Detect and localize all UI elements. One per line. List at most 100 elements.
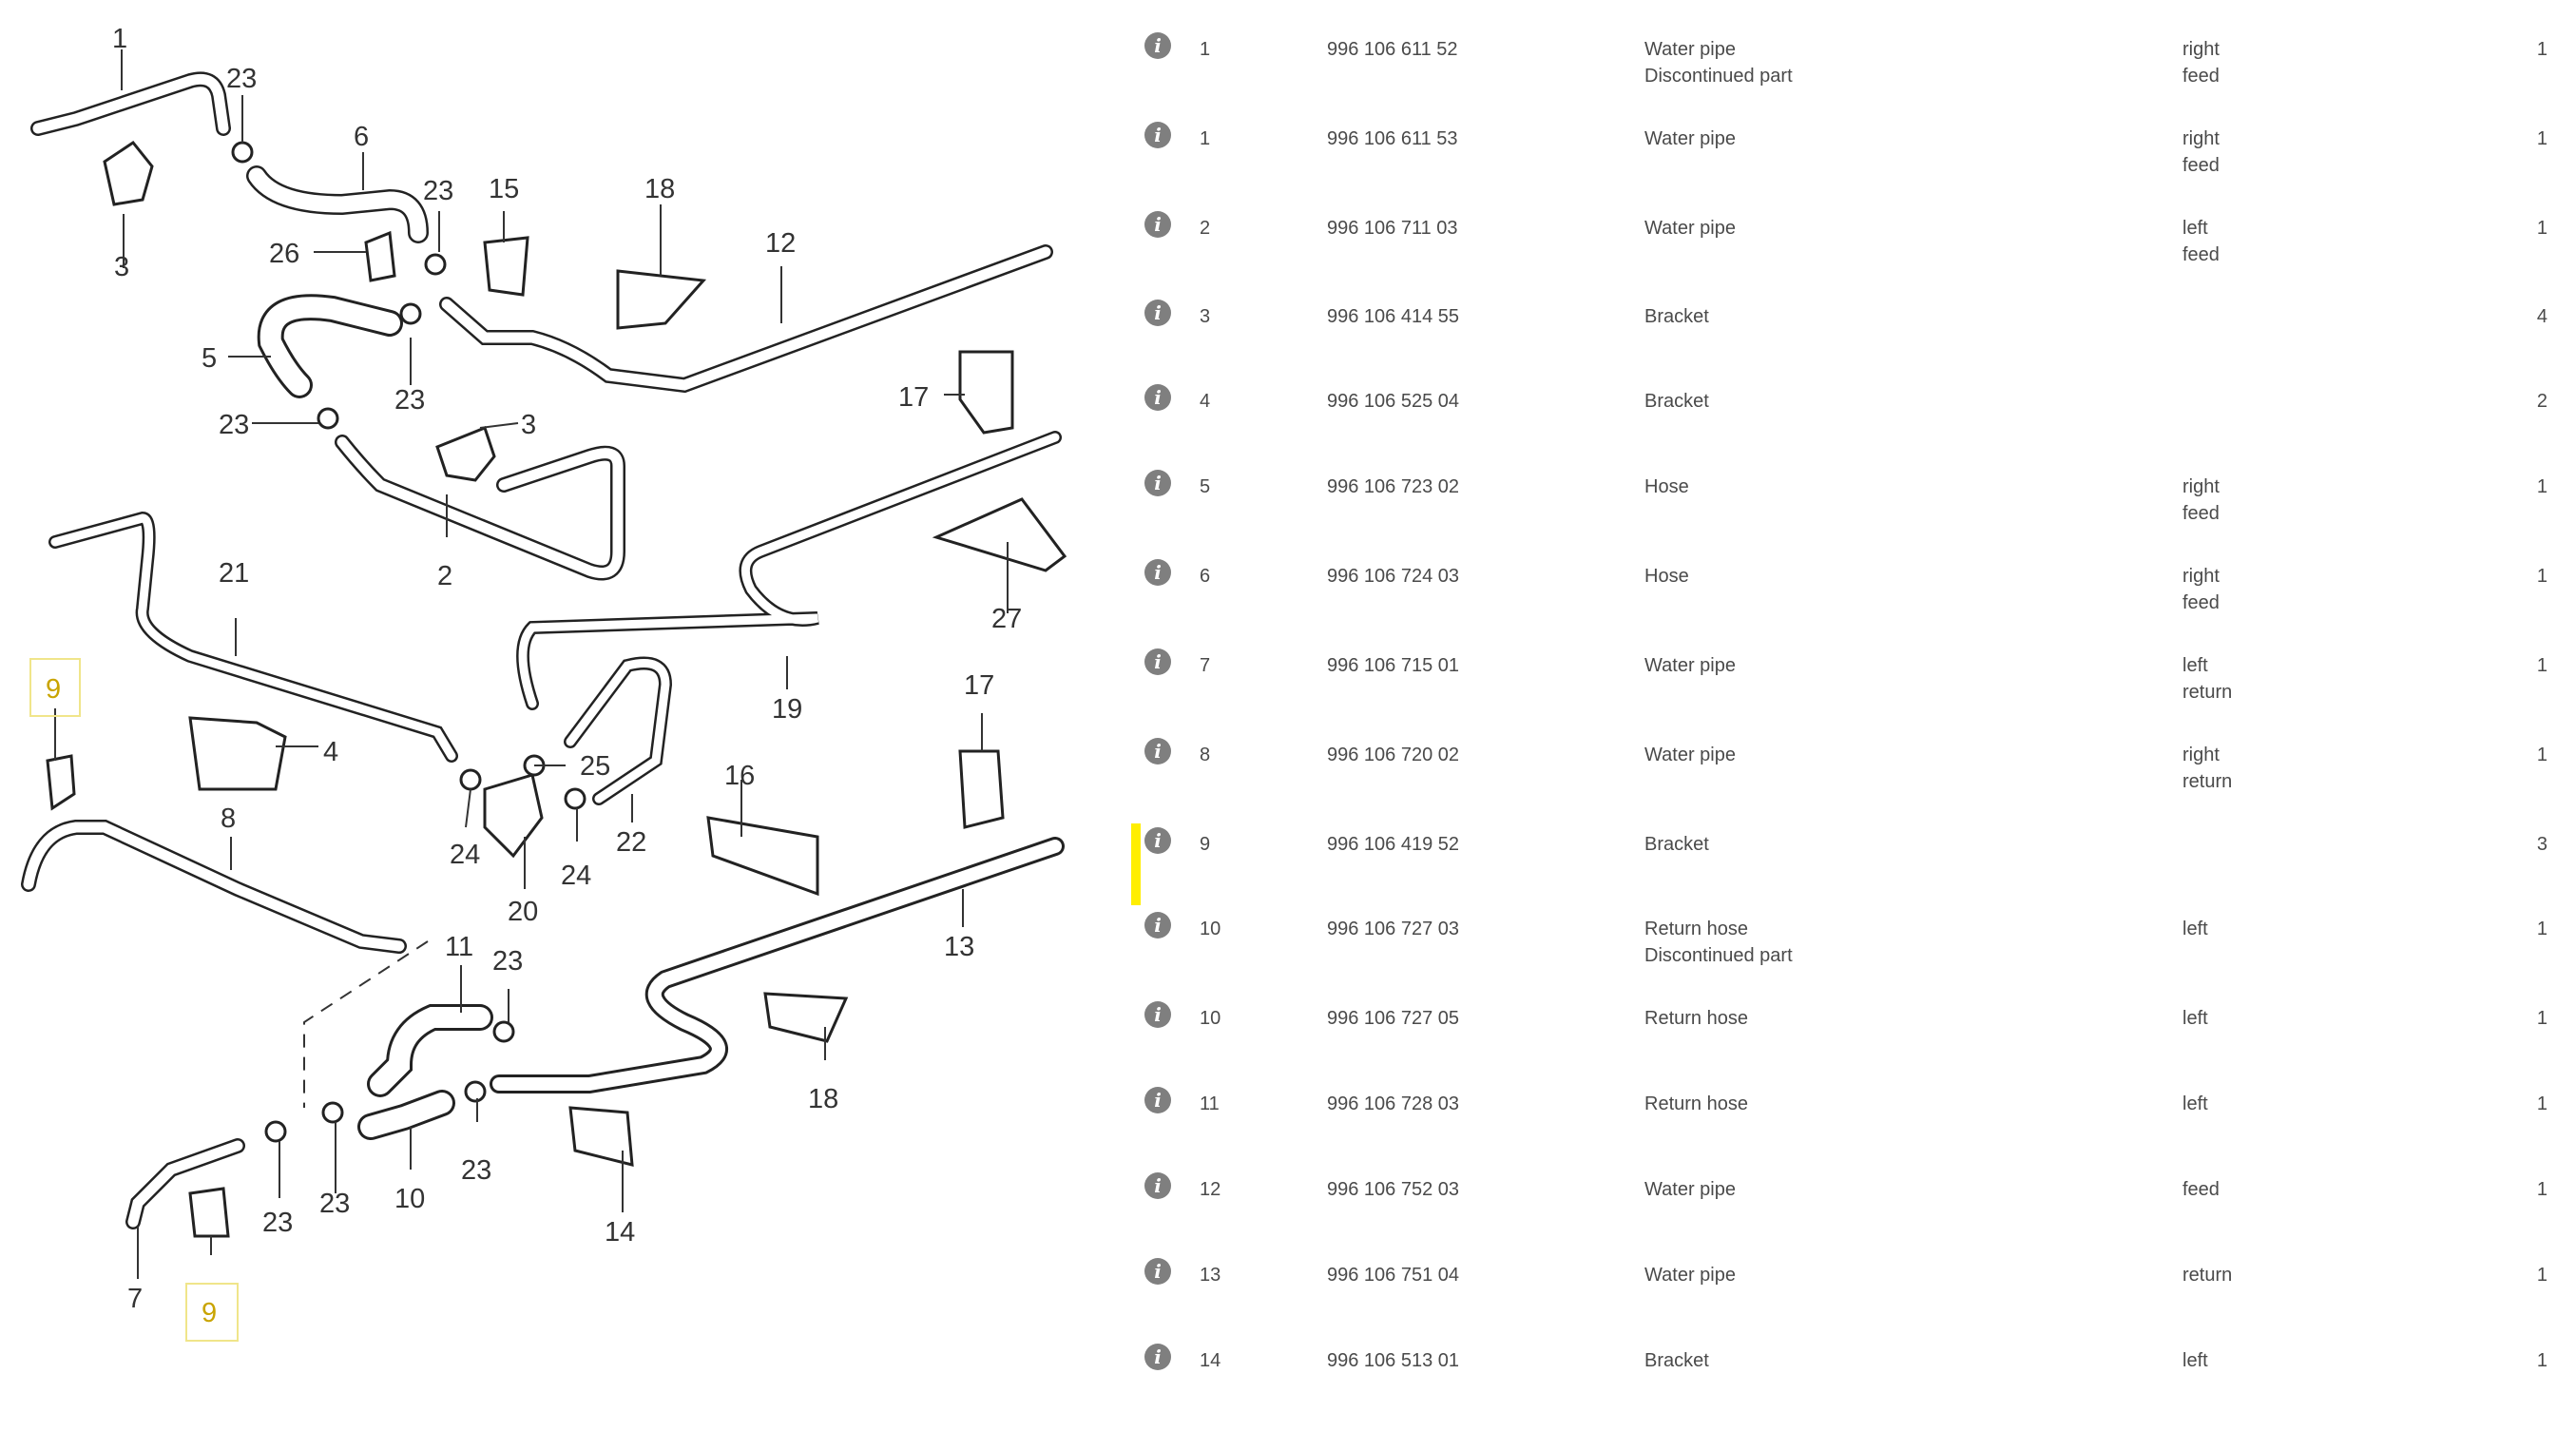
info-icon[interactable]: i — [1144, 1001, 1171, 1028]
table-row[interactable]: i 3 996 106 414 55 Bracket 4 — [1131, 296, 2557, 372]
table-row[interactable]: i 13 996 106 751 04 Water pipe return 1 — [1131, 1254, 2557, 1330]
info-icon[interactable]: i — [1144, 559, 1171, 586]
remark-line-1: left — [2182, 1008, 2208, 1029]
t-piece-20 — [483, 773, 544, 859]
description-cell: Return hose — [1644, 1005, 1748, 1032]
table-row[interactable]: i 12 996 106 752 03 Water pipe feed 1 — [1131, 1169, 2557, 1245]
label-pos-3: 3 — [114, 252, 129, 282]
remark-line-2: feed — [2182, 592, 2220, 613]
leader-lines — [54, 49, 1009, 1279]
info-icon[interactable]: i — [1144, 912, 1171, 939]
position-cell: 10 — [1200, 1008, 1221, 1029]
info-icon[interactable]: i — [1144, 738, 1171, 764]
label-pos-23: 23 — [423, 176, 453, 206]
quantity-cell: 1 — [2536, 745, 2547, 765]
info-icon[interactable]: i — [1144, 1258, 1171, 1285]
remark-line-2: return — [2182, 682, 2233, 703]
label-pos-24: 24 — [561, 861, 591, 891]
position-cell: 5 — [1200, 476, 1211, 497]
label-pos-4: 4 — [323, 737, 338, 767]
position-cell: 4 — [1200, 391, 1211, 412]
position-labels[interactable]: 1 23 6 23 15 18 12 26 5 23 3 23 17 2 3 2… — [46, 24, 1022, 1328]
table-row[interactable]: i 9 996 106 419 52 Bracket 3 — [1131, 823, 2557, 905]
description-cell: Bracket — [1644, 831, 1709, 858]
label-pos-16: 16 — [724, 761, 755, 791]
description-text: Hose — [1644, 566, 1689, 587]
hose-clamps — [231, 141, 586, 1143]
info-icon[interactable]: i — [1144, 211, 1171, 238]
position-cell: 9 — [1200, 834, 1211, 855]
info-icon[interactable]: i — [1144, 300, 1171, 326]
quantity-cell: 1 — [2536, 476, 2547, 497]
label-pos-17: 17 — [898, 382, 929, 413]
position-cell: 1 — [1200, 128, 1211, 149]
quantity-cell: 1 — [2536, 655, 2547, 676]
info-icon[interactable]: i — [1144, 1172, 1171, 1199]
quantity-cell: 1 — [2536, 919, 2547, 939]
bracket-15 — [483, 236, 529, 297]
table-row[interactable]: i 4 996 106 525 04 Bracket 2 — [1131, 380, 2557, 456]
pipe-8 — [21, 820, 407, 954]
remark-line-2: feed — [2182, 66, 2220, 87]
remark-line-1: right — [2182, 745, 2220, 765]
description-cell: Hose — [1644, 474, 1689, 500]
table-row[interactable]: i 14 996 106 513 01 Bracket left 1 — [1131, 1340, 2557, 1416]
info-icon[interactable]: i — [1144, 648, 1171, 675]
info-icon[interactable]: i — [1144, 384, 1171, 411]
bracket-17-bottom — [958, 749, 1005, 829]
quantity-cell: 1 — [2536, 128, 2547, 149]
pipe-19 — [516, 431, 1062, 710]
position-cell: 8 — [1200, 745, 1211, 765]
table-row[interactable]: i 10 996 106 727 05 Return hose left 1 — [1131, 997, 2557, 1074]
remark-cell: right feed — [2182, 36, 2220, 89]
info-icon[interactable]: i — [1144, 827, 1171, 854]
table-row[interactable]: i 11 996 106 728 03 Return hose left 1 — [1131, 1083, 2557, 1159]
label-pos-22: 22 — [616, 827, 646, 858]
remark-line-1: left — [2182, 218, 2208, 239]
part-number-cell: 996 106 611 53 — [1327, 128, 1458, 149]
label-pos-7: 7 — [127, 1284, 143, 1314]
part-number-cell: 996 106 525 04 — [1327, 391, 1460, 412]
info-icon[interactable]: i — [1144, 122, 1171, 148]
part-number-cell: 996 106 720 02 — [1327, 745, 1460, 765]
bracket-9-left — [46, 754, 76, 811]
label-pos-9: 9 — [202, 1298, 217, 1328]
remark-line-1: right — [2182, 39, 2220, 60]
bracket-9-bottom — [188, 1187, 230, 1238]
diagram-canvas: 1 23 6 23 15 18 12 26 5 23 3 23 17 2 3 2… — [21, 24, 1067, 1342]
description-text: Return hose — [1644, 1008, 1748, 1029]
info-icon[interactable]: i — [1144, 32, 1171, 59]
hose-6 — [246, 165, 429, 243]
bracket-18-bottom — [763, 992, 849, 1043]
description-text: Return hose — [1644, 919, 1748, 939]
label-pos-25: 25 — [580, 751, 610, 782]
description-text: Water pipe — [1644, 745, 1736, 765]
description-text: Bracket — [1644, 391, 1709, 412]
pipe-12 — [439, 244, 1053, 394]
bracket-shapes — [46, 140, 1067, 1238]
bracket-17-top — [958, 350, 1014, 435]
part-number-cell: 996 106 711 03 — [1327, 218, 1458, 239]
info-icon[interactable]: i — [1144, 1344, 1171, 1370]
part-number-cell: 996 106 723 02 — [1327, 476, 1460, 497]
part-number-cell: 996 106 611 52 — [1327, 39, 1458, 60]
part-number-cell: 996 106 727 03 — [1327, 919, 1460, 939]
quantity-cell: 3 — [2536, 834, 2547, 855]
description-text: Bracket — [1644, 834, 1709, 855]
label-pos-11: 11 — [445, 932, 473, 962]
info-icon[interactable]: i — [1144, 1087, 1171, 1113]
info-icon[interactable]: i — [1144, 470, 1171, 496]
note-text: Discontinued part — [1644, 945, 1793, 966]
remark-line-1: left — [2182, 655, 2208, 676]
remark-cell: left return — [2182, 652, 2232, 706]
